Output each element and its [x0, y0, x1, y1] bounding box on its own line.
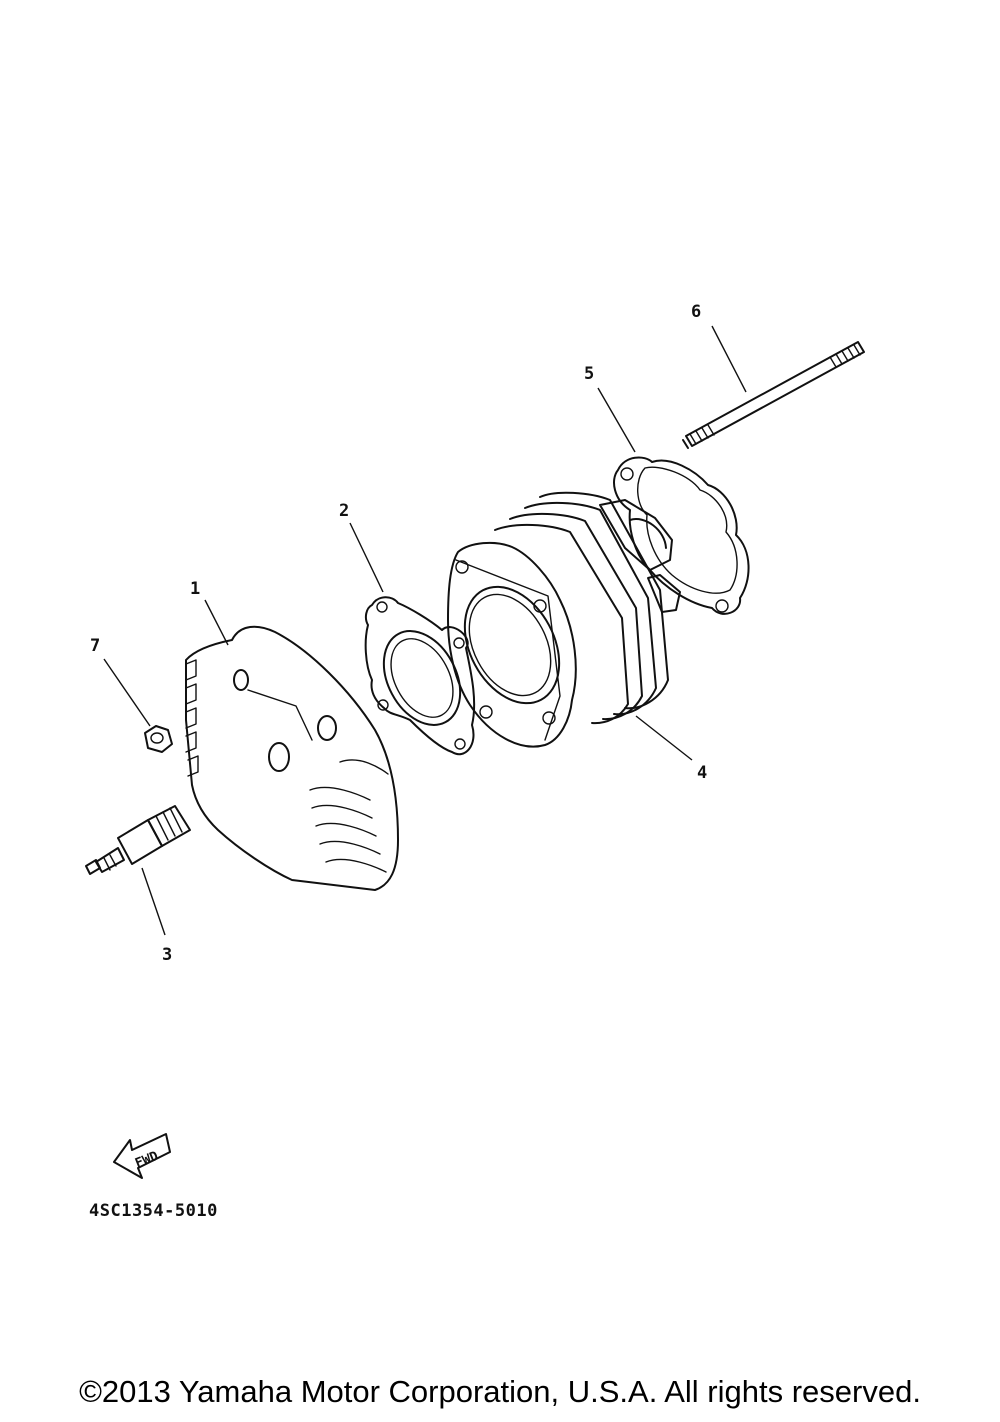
callout-5: 5 — [584, 364, 594, 384]
leader-line-3 — [141, 867, 166, 936]
copyright-notice: ©2013 Yamaha Motor Corporation, U.S.A. A… — [79, 1374, 921, 1409]
leader-line-6 — [711, 325, 747, 393]
callout-7: 7 — [90, 636, 100, 656]
fwd-arrow-icon: FWD — [113, 1133, 171, 1179]
cylinder-head-drawing — [185, 625, 399, 891]
cylinder-drawing — [447, 491, 681, 748]
diagram-part-code: 4SC1354-5010 — [89, 1201, 218, 1221]
callout-6: 6 — [691, 302, 701, 322]
nut-drawing — [144, 725, 173, 753]
base-gasket-drawing — [613, 456, 750, 615]
leader-line-2 — [349, 522, 384, 593]
leader-line-1 — [204, 599, 229, 646]
head-gasket-drawing — [364, 596, 476, 755]
callout-1: 1 — [190, 579, 200, 599]
leader-line-4 — [635, 715, 693, 761]
fwd-label: FWD — [133, 1149, 161, 1172]
leader-line-7 — [103, 658, 151, 727]
stud-bolt-drawing — [682, 341, 865, 449]
callout-4: 4 — [697, 763, 707, 783]
leader-line-5 — [597, 387, 636, 453]
callout-3: 3 — [162, 945, 172, 965]
callout-2: 2 — [339, 501, 349, 521]
spark-plug-drawing — [85, 805, 191, 875]
